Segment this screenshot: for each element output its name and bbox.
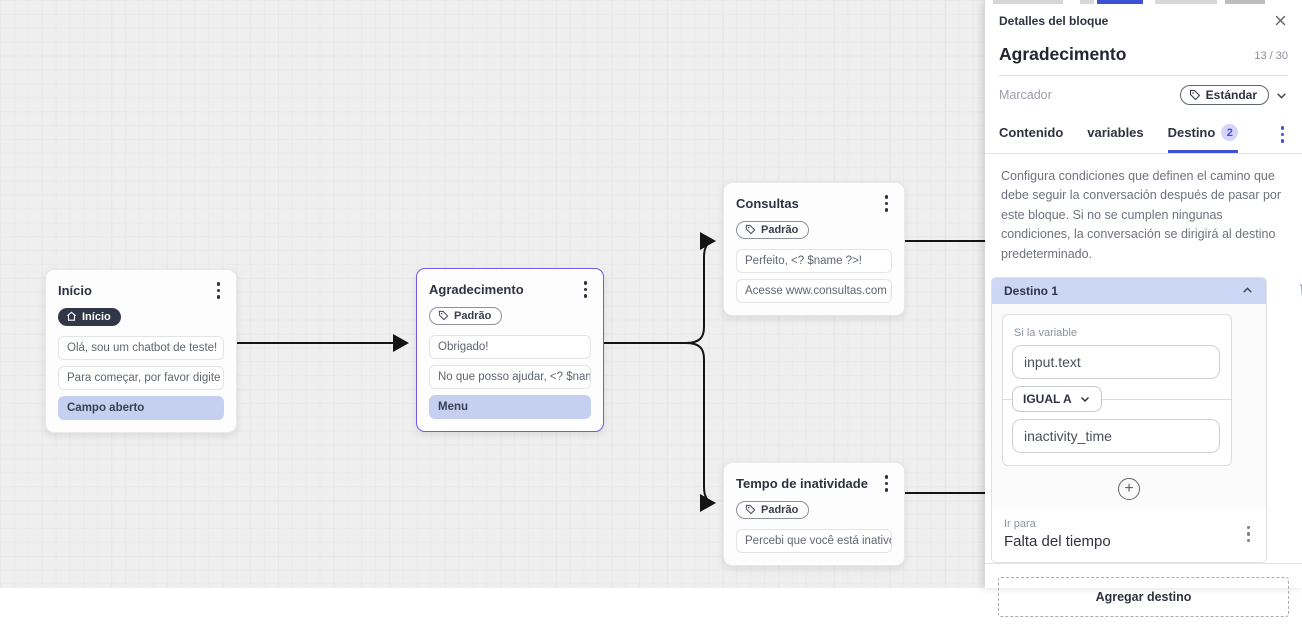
chevron-down-icon bbox=[1079, 393, 1091, 405]
flow-node-inicio[interactable]: Início Início Olá, sou um chatbot de tes… bbox=[45, 269, 237, 433]
char-counter: 13 / 30 bbox=[1254, 50, 1288, 65]
marker-placeholder[interactable]: Marcador bbox=[999, 88, 1052, 102]
add-destination-button[interactable]: Agregar destino bbox=[998, 577, 1289, 617]
flow-node-agradecimento[interactable]: Agradecimento Padrão Obrigado! No que po… bbox=[416, 268, 604, 432]
message-row[interactable]: Obrigado! bbox=[429, 335, 591, 359]
flow-node-inatividade[interactable]: Tempo de inatividade Padrão Percebi que … bbox=[723, 462, 905, 566]
marker-pill[interactable]: Estándar bbox=[1180, 85, 1269, 105]
block-details-panel: Detalles del bloque Agradecimento 13 / 3… bbox=[985, 0, 1302, 588]
message-row[interactable]: Para começar, por favor digite o ... bbox=[58, 366, 224, 390]
operator-dropdown[interactable]: IGUAL A bbox=[1012, 386, 1102, 412]
clipped-tabs-strip bbox=[985, 0, 1302, 5]
trash-icon[interactable] bbox=[1297, 280, 1302, 302]
tab-variables[interactable]: variables bbox=[1087, 117, 1143, 152]
value-input[interactable] bbox=[1012, 419, 1220, 453]
edge-agradecimento-consultas bbox=[686, 241, 714, 343]
tag-icon bbox=[438, 310, 449, 321]
goto-row[interactable]: Ir para Falta del tiempo bbox=[992, 510, 1266, 562]
node-title: Tempo de inatividade bbox=[736, 476, 868, 491]
flow-node-consultas[interactable]: Consultas Padrão Perfeito, <? $name ?>! … bbox=[723, 182, 905, 316]
node-title: Agradecimento bbox=[429, 282, 524, 297]
tag-icon bbox=[1189, 89, 1201, 101]
home-icon bbox=[66, 311, 77, 322]
destination-count-badge: 2 bbox=[1221, 124, 1238, 141]
goto-value: Falta del tiempo bbox=[1004, 533, 1111, 550]
tabs-menu-icon[interactable] bbox=[1277, 124, 1289, 145]
add-condition-button[interactable]: + bbox=[1118, 478, 1140, 500]
block-name-input[interactable]: Agradecimento bbox=[999, 44, 1126, 65]
goto-menu-icon[interactable] bbox=[1243, 524, 1255, 545]
open-field-row[interactable]: Campo aberto bbox=[58, 396, 224, 420]
standard-badge: Padrão bbox=[736, 501, 809, 519]
node-menu-icon[interactable] bbox=[213, 280, 225, 301]
close-icon[interactable] bbox=[1273, 13, 1288, 28]
chevron-down-icon[interactable] bbox=[1275, 89, 1288, 102]
message-row[interactable]: Acesse www.consultas.com par... bbox=[736, 279, 892, 303]
edge-agradecimento-inatividade bbox=[686, 343, 714, 503]
panel-title: Detalles del bloque bbox=[999, 14, 1108, 28]
destination-description: Configura condiciones que definen el cam… bbox=[1001, 167, 1286, 264]
node-menu-icon[interactable] bbox=[881, 473, 893, 494]
chevron-up-icon[interactable] bbox=[1241, 284, 1254, 297]
start-badge: Início bbox=[58, 308, 121, 326]
clipped-active-tab-underline bbox=[1097, 0, 1143, 4]
destination-header[interactable]: Destino 1 bbox=[992, 278, 1266, 304]
node-title: Consultas bbox=[736, 196, 799, 211]
message-row[interactable]: Perfeito, <? $name ?>! bbox=[736, 249, 892, 273]
destination-card: Destino 1 Si la variable IGUAL A + bbox=[991, 277, 1267, 563]
node-menu-icon[interactable] bbox=[580, 279, 592, 300]
message-row[interactable]: No que posso ajudar, <? $name ... bbox=[429, 365, 591, 389]
standard-badge: Padrão bbox=[736, 221, 809, 239]
tab-contenido[interactable]: Contenido bbox=[999, 117, 1063, 152]
tag-icon bbox=[745, 224, 756, 235]
message-row[interactable]: Percebi que você está inativo. C... bbox=[736, 529, 892, 553]
variable-input[interactable] bbox=[1012, 345, 1220, 379]
standard-badge: Padrão bbox=[429, 307, 502, 325]
panel-tabs: Contenido variables Destino 2 bbox=[985, 116, 1302, 154]
tag-icon bbox=[745, 504, 756, 515]
tab-destino[interactable]: Destino 2 bbox=[1168, 116, 1239, 153]
condition-box: Si la variable IGUAL A bbox=[1002, 314, 1232, 466]
goto-label: Ir para bbox=[1004, 518, 1111, 530]
message-row[interactable]: Olá, sou um chatbot de teste! bbox=[58, 336, 224, 360]
node-title: Início bbox=[58, 283, 92, 298]
condition-label: Si la variable bbox=[1014, 327, 1222, 339]
node-menu-icon[interactable] bbox=[881, 193, 893, 214]
menu-row[interactable]: Menu bbox=[429, 395, 591, 419]
